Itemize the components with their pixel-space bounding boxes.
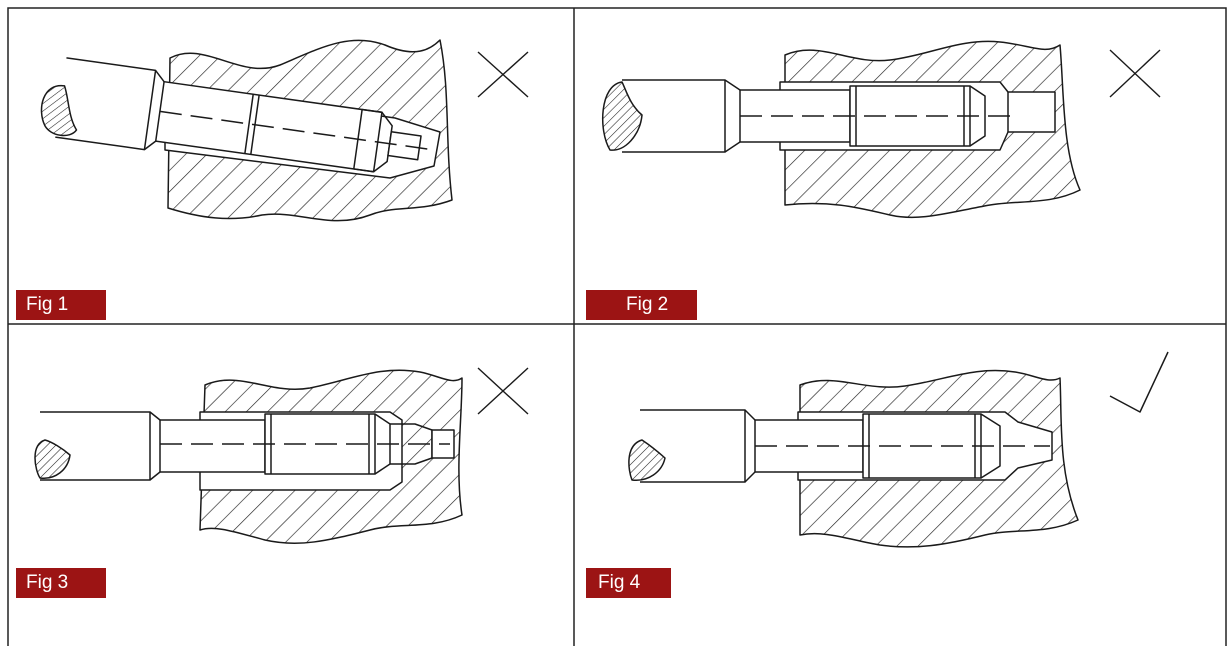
fig3-drawing [34, 367, 529, 545]
fig1-shaft-break [40, 85, 78, 137]
fig-1-label: Fig 1 [16, 290, 106, 320]
fig3-shaft-break [34, 439, 71, 479]
fig-3-label: Fig 3 [16, 568, 106, 598]
cross-mark-icon [477, 51, 529, 98]
fig1-shaft [40, 57, 438, 173]
fig-4-label: Fig 4 [586, 568, 671, 598]
fig2-shaft [622, 79, 726, 153]
fig2-drawing [601, 40, 1161, 219]
check-mark-icon [1109, 351, 1169, 413]
fig4-shaft [640, 409, 746, 483]
cross-mark-icon [1109, 49, 1161, 98]
fig4-drawing [628, 351, 1169, 548]
fig4-shaft-break [628, 439, 666, 481]
fig1-drawing [40, 39, 529, 222]
fig2-shaft-break [601, 81, 643, 151]
grid-borders [7, 7, 1227, 646]
fig-2-label: Fig 2 [586, 290, 697, 320]
cross-mark-icon [477, 367, 529, 415]
